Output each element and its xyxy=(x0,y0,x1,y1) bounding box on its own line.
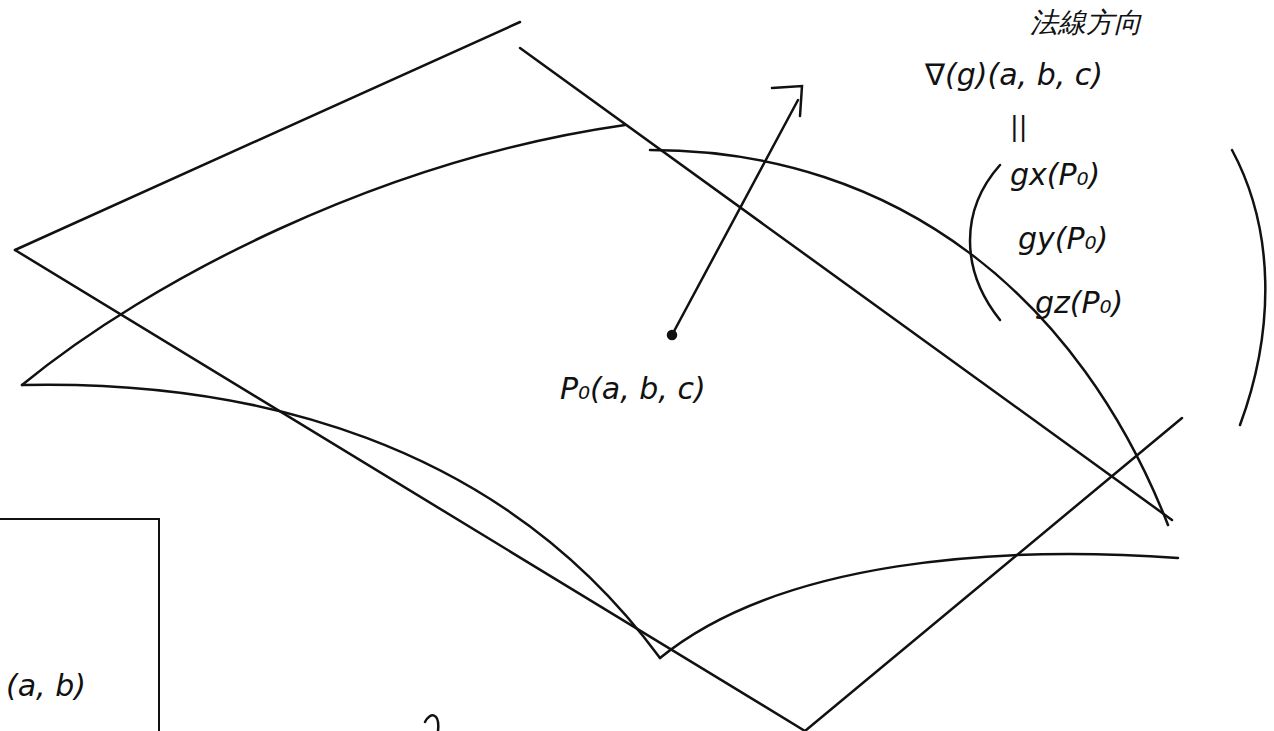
plane-edge xyxy=(15,250,805,731)
math-label: P₀(a, b, c) xyxy=(560,372,706,405)
parenthesis xyxy=(1232,150,1265,425)
math-label: || xyxy=(1010,112,1028,141)
math-label: 法線方向 xyxy=(1030,8,1142,39)
surface-edge xyxy=(22,125,625,385)
math-label: gz(P₀) xyxy=(1035,286,1123,319)
plane-edge xyxy=(15,22,520,250)
arrow-head xyxy=(772,86,802,116)
normal-vector xyxy=(672,100,798,335)
math-label: ∇(g)(a, b, c) xyxy=(925,58,1103,91)
math-label: gx(P₀) xyxy=(1010,158,1100,191)
surface-edge xyxy=(22,385,660,658)
surface-edge xyxy=(650,150,1168,525)
cut-letter xyxy=(425,715,438,731)
math-label: gy(P₀) xyxy=(1018,222,1108,255)
parenthesis xyxy=(970,165,1000,320)
plane-edge xyxy=(520,48,1172,520)
surface-edge xyxy=(660,554,1178,658)
plane-edge xyxy=(805,418,1182,731)
box-text: (a, b) xyxy=(6,668,86,703)
point-dot xyxy=(668,331,676,339)
cut-box: (a, b) xyxy=(0,518,160,731)
